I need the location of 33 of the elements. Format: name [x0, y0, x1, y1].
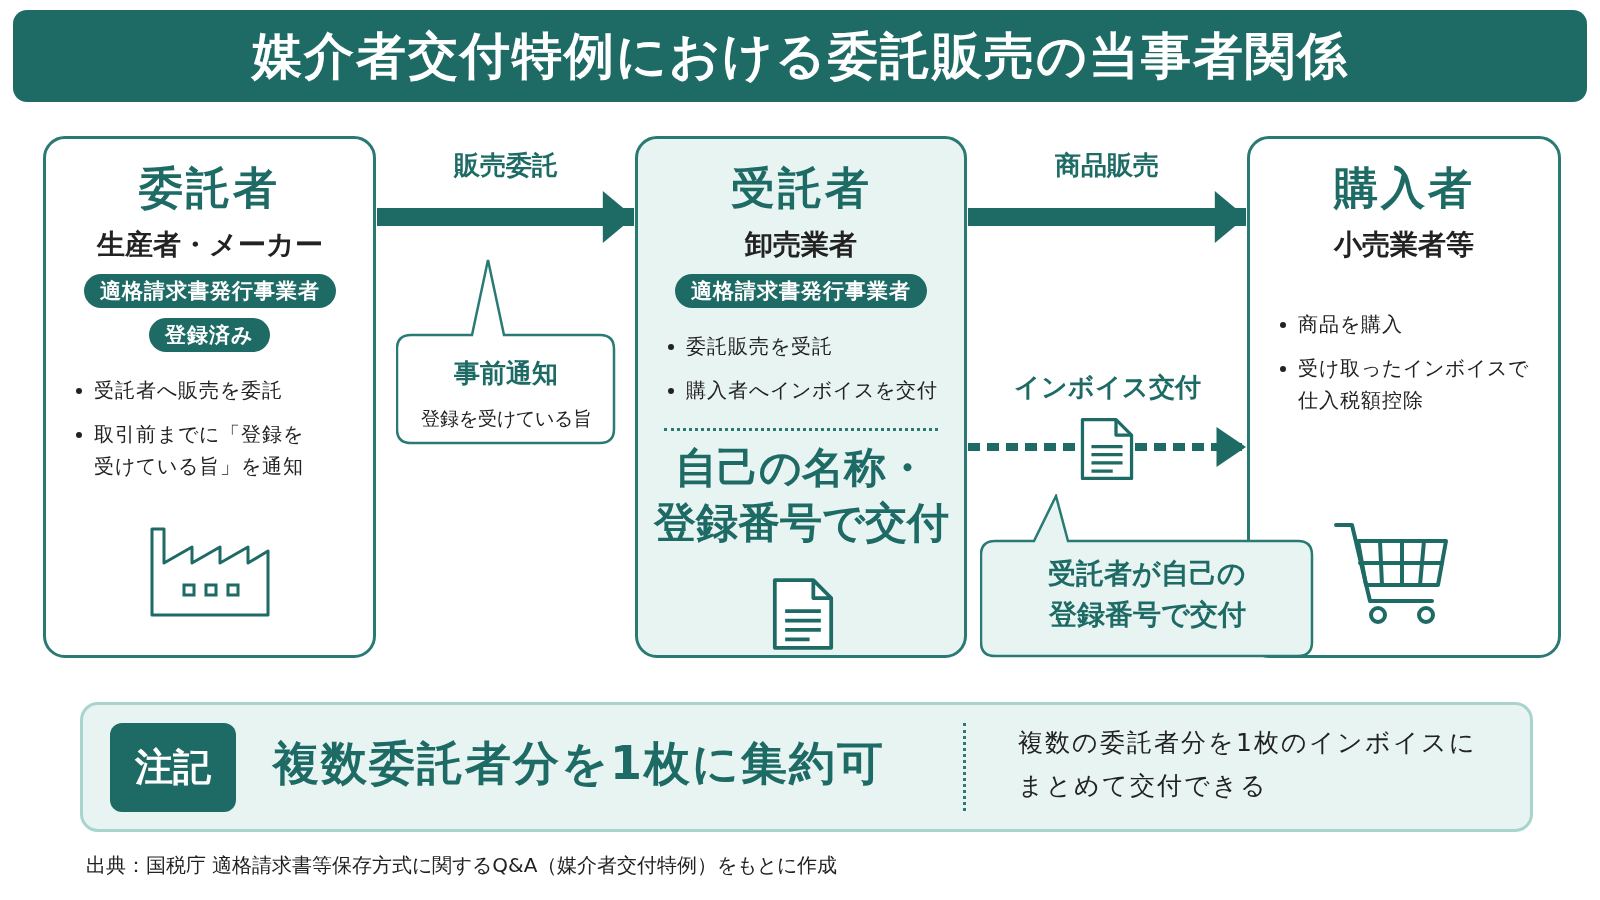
role-heading: 委託者: [139, 161, 280, 215]
party-card: [635, 136, 967, 658]
status-badge: 適格請求書発行事業者: [675, 274, 927, 308]
arrow: [968, 191, 1246, 243]
callout-text: 受託者が自己の登録番号で交付: [1047, 556, 1247, 633]
status-badge: 適格請求書発行事業者: [83, 274, 336, 308]
callout-text: 登録を受けている旨: [419, 406, 593, 431]
bullet-item: 取引前までに「登録を受けている旨」を通知: [46, 418, 373, 482]
bullet-item: 商品を購入: [1250, 308, 1558, 340]
role-subtitle: 卸売業者: [745, 227, 857, 263]
document-icon: [1080, 416, 1134, 482]
note-panel: [80, 702, 1533, 832]
status-badge: 登録済み: [149, 318, 270, 352]
arrow: [377, 191, 634, 243]
role-heading: 購入者: [1333, 161, 1475, 215]
callout-heading: 事前通知: [453, 357, 559, 390]
party-card: [43, 136, 376, 658]
note-text: 複数の委託者分を1枚のインボイスにまとめて交付できる: [1018, 727, 1478, 802]
role-subtitle: 生産者・メーカー: [96, 227, 323, 263]
bullet-item: 受け取ったインボイスで仕入税額控除: [1250, 352, 1558, 416]
speech-bubble: [396, 258, 616, 445]
bullet-item: 受託者へ販売を委託: [46, 374, 373, 406]
bullet-item: 購入者へインボイスを交付: [638, 374, 964, 406]
note-badge: 注記: [110, 723, 236, 812]
note-headline: 複数委託者分を1枚に集約可: [273, 735, 885, 792]
bullet-item: 委託販売を受託: [638, 330, 964, 362]
title-text: 媒介者交付特例における委託販売の当事者関係: [251, 25, 1349, 87]
role-heading: 受託者: [730, 161, 872, 215]
role-subtitle: 小売業者等: [1334, 227, 1474, 263]
party-card: [1247, 136, 1561, 658]
speech-bubble: [980, 494, 1314, 658]
emphasis-text: 自己の名称・登録番号で交付: [652, 442, 950, 549]
source-note: 出典：国税庁 適格請求書等保存方式に関するQ&A（媒介者交付特例）をもとに作成: [86, 852, 838, 879]
